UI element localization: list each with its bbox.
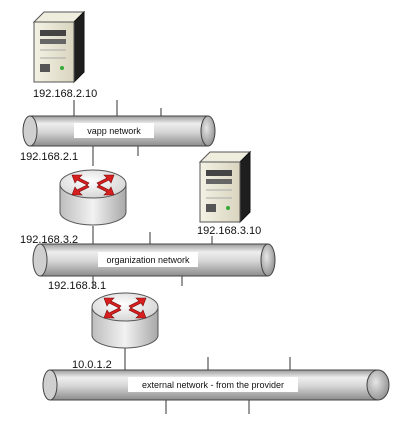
router-vapp-edge-ip-bottom: 192.168.3.2 [20, 234, 78, 246]
server-icon [198, 150, 252, 224]
router-org-edge-ip-top: 192.168.3.1 [48, 280, 106, 292]
pipe-external-network: external network - from the provider [42, 369, 390, 401]
router-org-edge-ip-bottom: 10.0.1.2 [72, 359, 112, 371]
pipe-vapp-network: vapp network [22, 115, 216, 147]
server-org-ip: 192.168.3.10 [197, 225, 261, 237]
router-icon [91, 292, 159, 349]
server-icon [32, 10, 86, 84]
router-vapp-edge-ip-top: 192.168.2.1 [20, 151, 78, 163]
server-vapp-ip: 192.168.2.10 [33, 88, 97, 100]
network-label-external: external network - from the provider [142, 380, 284, 390]
pipe-organization-network: organization network [32, 243, 276, 277]
network-label-vapp: vapp network [87, 126, 141, 136]
network-label-organization: organization network [106, 255, 190, 265]
router-icon [59, 169, 127, 226]
